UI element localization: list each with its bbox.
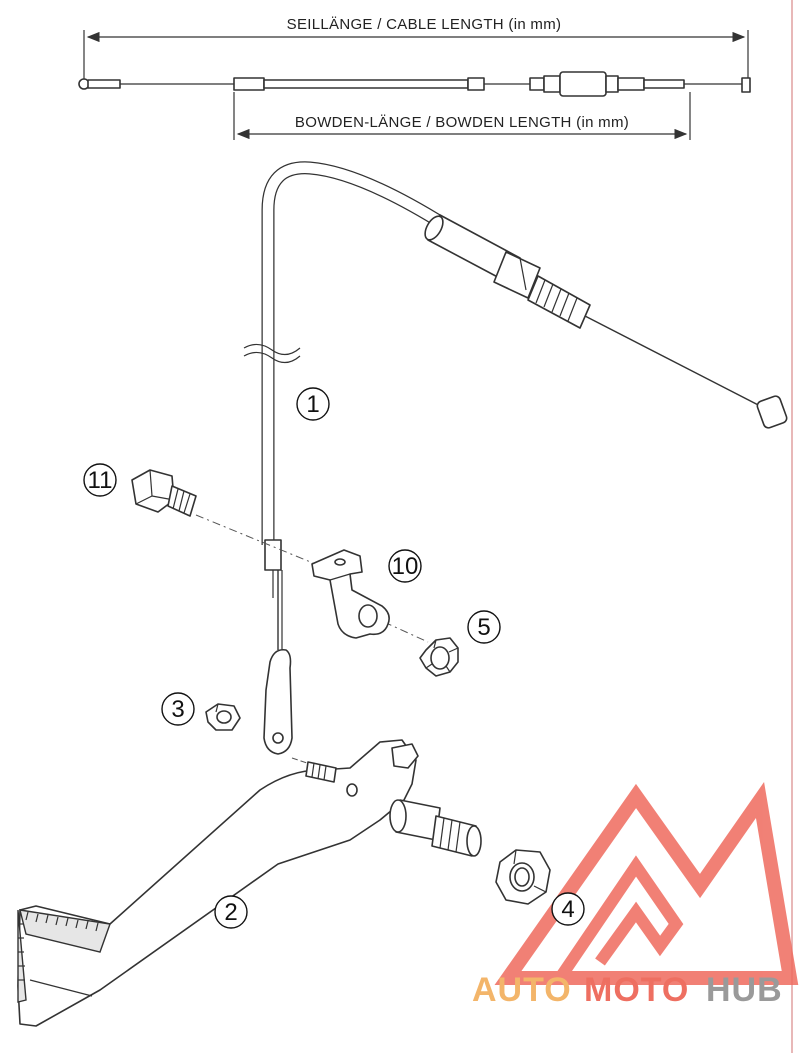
- callout-11: 11: [83, 463, 117, 497]
- callout-10: 10: [388, 549, 422, 583]
- callout-1: 1: [296, 387, 330, 421]
- bowden-length-dimension: BOWDEN-LÄNGE / BOWDEN LENGTH (in mm): [233, 92, 691, 140]
- bolt-part-11: [131, 469, 197, 517]
- brake-cable-part-1: [243, 161, 788, 755]
- callout-4: 4: [551, 892, 585, 926]
- automotohub-wordmark: AUTO MOTO HUB: [472, 971, 783, 1009]
- svg-text:3: 3: [171, 696, 184, 723]
- svg-text:1: 1: [306, 391, 319, 418]
- svg-text:4: 4: [561, 896, 574, 923]
- callout-5: 5: [467, 610, 501, 644]
- callout-2: 2: [214, 895, 248, 929]
- flange-nut-part-4: [495, 849, 551, 905]
- assembly-axis-upper: [195, 514, 331, 571]
- cable-length-label: SEILLÄNGE / CABLE LENGTH (in mm): [287, 16, 562, 33]
- callout-3: 3: [161, 692, 195, 726]
- cable-length-dimension: SEILLÄNGE / CABLE LENGTH (in mm): [83, 16, 749, 80]
- svg-text:11: 11: [88, 467, 113, 494]
- svg-text:2: 2: [224, 899, 237, 926]
- small-cable-drawing: [78, 71, 751, 97]
- assembly-axis-lower: [383, 621, 429, 643]
- bowden-length-label: BOWDEN-LÄNGE / BOWDEN LENGTH (in mm): [295, 114, 629, 131]
- lock-washer-part-5: [419, 637, 459, 677]
- automotohub-logo: [494, 781, 799, 985]
- watermark-auto: AUTO: [472, 971, 572, 1009]
- nut-part-3: [205, 703, 241, 731]
- watermark-hub: HUB: [706, 971, 783, 1009]
- svg-text:10: 10: [392, 553, 419, 580]
- svg-text:5: 5: [477, 614, 490, 641]
- bracket-part-10: [311, 549, 390, 639]
- brake-pedal-part-2: [17, 739, 482, 1027]
- watermark-moto: MOTO: [584, 971, 689, 1009]
